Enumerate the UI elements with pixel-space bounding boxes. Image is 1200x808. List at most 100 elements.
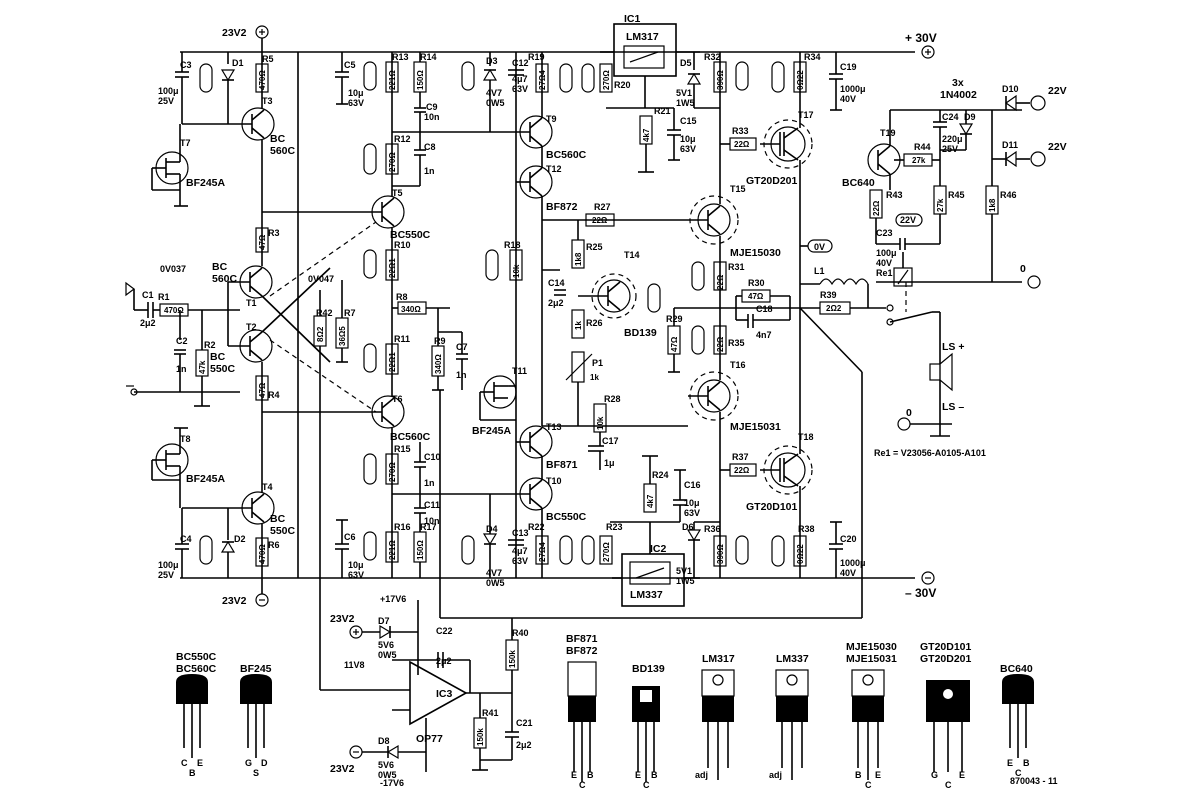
package-title-8-0: BC640 xyxy=(1000,663,1033,675)
resistor-value-r43: 22Ω xyxy=(872,200,881,216)
resistor-value-r39: 2Ω2 xyxy=(826,304,842,313)
diode-ref-d3: D3 xyxy=(486,56,498,66)
package-bf871 xyxy=(567,661,597,782)
r6-resistor xyxy=(255,537,269,567)
resistor-value-r45: 27k xyxy=(936,198,945,212)
diode-value-d3-1: 0W5 xyxy=(486,98,505,108)
r33-resistor xyxy=(720,137,757,151)
transistor-part-t15: MJE15030 xyxy=(730,247,781,259)
diode-value-d7-1: 0W5 xyxy=(378,650,397,660)
resistor-value-r5: 470Ω xyxy=(258,70,267,90)
d8-zener xyxy=(349,718,427,772)
capacitor-ref-c22: C22 xyxy=(436,626,453,636)
r44-resistor xyxy=(894,153,940,167)
speaker-label-plus: LS + xyxy=(942,341,964,353)
r36-resistor xyxy=(713,535,727,567)
cross-line-a xyxy=(261,295,331,363)
transistor-part-t6: BC560C xyxy=(390,431,431,443)
ic3-op77 xyxy=(320,660,512,726)
vtag-4v8-bottom xyxy=(461,535,475,565)
resistor-value-r20: 270Ω xyxy=(602,70,611,90)
c23-capacitor xyxy=(876,238,940,250)
capacitor-value-c5-1: 63V xyxy=(348,98,364,108)
diode-value-d3-0: 4V7 xyxy=(486,88,502,98)
resistor-ref-r22: R22 xyxy=(528,522,545,532)
resistor-ref-r34: R34 xyxy=(804,52,821,62)
r20-resistor xyxy=(599,63,613,93)
d7-zener xyxy=(349,600,419,675)
diode-value-d6-0: 5V1 xyxy=(676,566,692,576)
vtag-4v8-top xyxy=(461,61,475,91)
resistor-ref-r5: R5 xyxy=(262,54,274,64)
transistor-part-t3-a: BC xyxy=(270,133,286,145)
r41-resistor xyxy=(472,693,488,771)
vtag-0v088-bottom xyxy=(771,535,785,567)
capacitor-value-c3-0: 100μ xyxy=(158,86,179,96)
rail-label-23v2-ic3-bottom: 23V2 xyxy=(330,763,355,775)
rail-label-neg30: – 30V xyxy=(905,586,936,600)
package-pin-7-1: C xyxy=(945,780,952,790)
transistor-ref-t16: T16 xyxy=(730,360,746,370)
resistor-ref-r44: R44 xyxy=(914,142,931,152)
diode-ref-d10: D10 xyxy=(1002,84,1019,94)
transistor-part-t2-a: BC xyxy=(210,351,226,363)
package-title-7-1: GT20D201 xyxy=(920,653,972,665)
capacitor-ref-c14: C14 xyxy=(548,278,565,288)
capacitor-ref-c5: C5 xyxy=(344,60,356,70)
thermal-link-t2-t6 xyxy=(269,339,377,413)
resistor-value-r1: 470Ω xyxy=(164,306,184,315)
r34-resistor xyxy=(793,61,807,93)
capacitor-value-c4-0: 100μ xyxy=(158,560,179,570)
transistor-ref-t2: T2 xyxy=(246,322,257,332)
d10-diode xyxy=(1004,94,1046,112)
transistor-t5 xyxy=(262,195,405,229)
transistor-part-t12: BF872 xyxy=(546,201,578,213)
r45-resistor xyxy=(933,160,947,244)
resistor-value-r32: 390Ω xyxy=(716,70,725,90)
resistor-ref-r32: R32 xyxy=(704,52,721,62)
capacitor-value-c19-1: 40V xyxy=(840,94,856,104)
r21-resistor xyxy=(606,107,674,173)
resistor-ref-r30: R30 xyxy=(748,278,765,288)
ic1-part: LM317 xyxy=(626,31,659,43)
transistor-ref-t4: T4 xyxy=(262,482,273,492)
diodes-note-part: 1N4002 xyxy=(940,89,977,101)
package-bf245 xyxy=(240,674,272,758)
transistor-part-t16: MJE15031 xyxy=(730,421,781,433)
package-title-7-0: GT20D101 xyxy=(920,641,972,653)
diode-value-d8-0: 5V6 xyxy=(378,760,394,770)
r35-resistor xyxy=(713,325,727,355)
resistor-value-r44: 27k xyxy=(912,156,926,165)
negative-30v-rail xyxy=(180,571,935,585)
transistor-t10 xyxy=(519,456,553,578)
vtag-11v8: 11V8 xyxy=(344,660,365,670)
transistor-t15 xyxy=(688,195,739,245)
r11-resistor xyxy=(385,343,399,375)
c14-capacitor xyxy=(542,269,566,296)
resistor-ref-r28: R28 xyxy=(604,394,621,404)
resistor-ref-r41: R41 xyxy=(482,708,499,718)
r18-resistor xyxy=(509,249,523,281)
c12-capacitor xyxy=(508,69,524,76)
diode-ref-d1: D1 xyxy=(232,58,244,68)
c22-capacitor xyxy=(392,652,471,693)
package-pin-7-2: E xyxy=(959,770,965,780)
resistor-ref-r25: R25 xyxy=(586,242,603,252)
ic1-lm317 xyxy=(600,23,700,108)
vtag-1v25-bottom xyxy=(581,535,595,565)
vtag-32v xyxy=(485,249,499,281)
transistor-t9 xyxy=(519,52,553,149)
transistor-ref-t15: T15 xyxy=(730,184,746,194)
transistor-t1 xyxy=(228,265,273,299)
vtag-1v3 xyxy=(647,283,661,313)
diode-value-d8-1: 0W5 xyxy=(378,770,397,780)
transistor-ref-t7: T7 xyxy=(180,138,191,148)
r24-resistor xyxy=(610,455,680,523)
diode-ref-d5: D5 xyxy=(680,58,692,68)
vtag-minus-17v6: -17V6 xyxy=(380,778,404,788)
vtag-2v5-bottom xyxy=(735,535,749,565)
transistor-ref-t1: T1 xyxy=(246,298,257,308)
resistor-value-r38: 0Ω22 xyxy=(796,544,805,564)
r10-resistor xyxy=(385,249,399,281)
vtag-0v037: 0V037 xyxy=(160,264,186,274)
